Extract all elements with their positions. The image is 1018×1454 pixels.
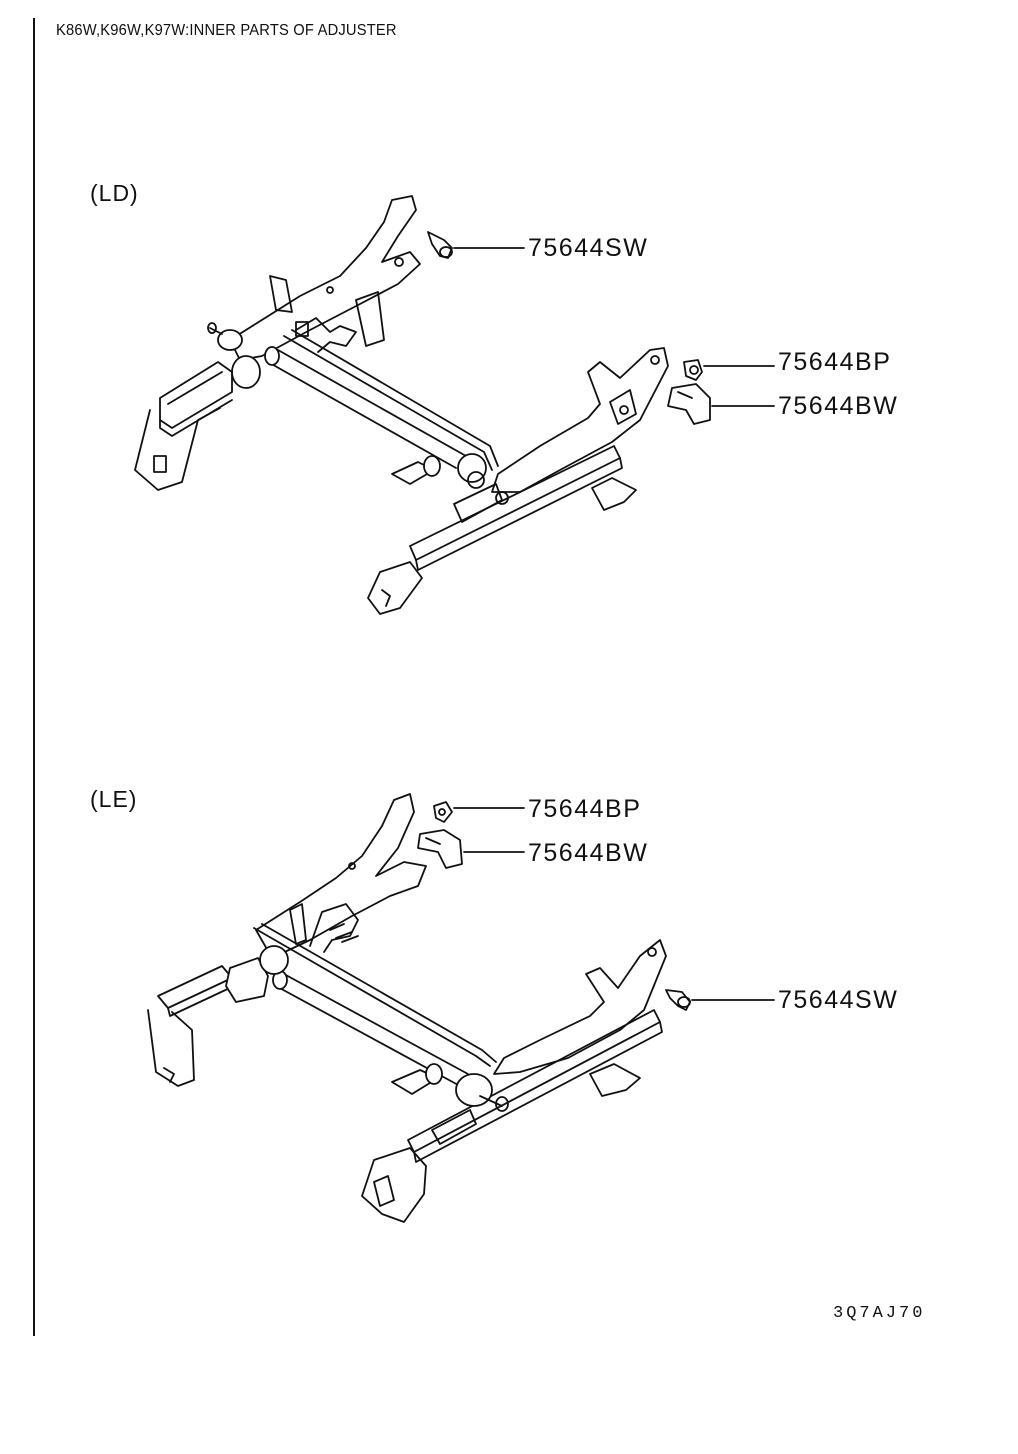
callout-ld-75644sw[interactable]: 75644SW bbox=[528, 234, 649, 262]
part-75644bp-le[interactable] bbox=[433, 801, 453, 823]
left-recliner-arm-le bbox=[255, 793, 427, 959]
left-recliner-arm-ld bbox=[229, 195, 421, 361]
part-75644sw-ld[interactable] bbox=[427, 231, 453, 259]
cross-tube-ld bbox=[267, 349, 467, 469]
part-75644bw-ld[interactable] bbox=[667, 383, 711, 425]
variant-label-le: (LE) bbox=[90, 786, 138, 812]
part-75644sw-le[interactable] bbox=[665, 989, 691, 1011]
callout-ld-75644bw[interactable]: 75644BW bbox=[778, 392, 899, 420]
link-rod-ld bbox=[283, 329, 499, 471]
callout-ld-75644bp[interactable]: 75644BP bbox=[778, 348, 892, 376]
margin-rule bbox=[33, 18, 35, 1336]
link-rod-le bbox=[253, 923, 497, 1067]
left-rail-le bbox=[157, 965, 233, 1009]
reference-code: 3Q7AJ70 bbox=[833, 1304, 926, 1323]
left-leg-bracket-le bbox=[147, 1009, 195, 1087]
callout-le-75644sw[interactable]: 75644SW bbox=[778, 986, 899, 1014]
page-title: K86W,K96W,K97W:INNER PARTS OF ADJUSTER bbox=[56, 22, 397, 39]
seat-adjuster-assembly-ld bbox=[134, 195, 669, 615]
part-75644bw-le[interactable] bbox=[417, 829, 463, 869]
seat-adjuster-assembly-le bbox=[147, 793, 667, 1223]
part-75644bp-ld[interactable] bbox=[683, 359, 703, 381]
right-leg-bracket-ld bbox=[367, 561, 423, 615]
callout-le-75644bp[interactable]: 75644BP bbox=[528, 795, 642, 823]
variant-label-ld: (LD) bbox=[90, 180, 139, 206]
left-leg-bracket-ld bbox=[134, 407, 221, 491]
right-leg-bracket-le bbox=[361, 1147, 427, 1223]
right-recliner-arm-ld bbox=[491, 347, 669, 493]
right-recliner-arm-le bbox=[493, 939, 667, 1075]
right-rail-le bbox=[407, 1009, 661, 1153]
callout-le-75644bw[interactable]: 75644BW bbox=[528, 839, 649, 867]
